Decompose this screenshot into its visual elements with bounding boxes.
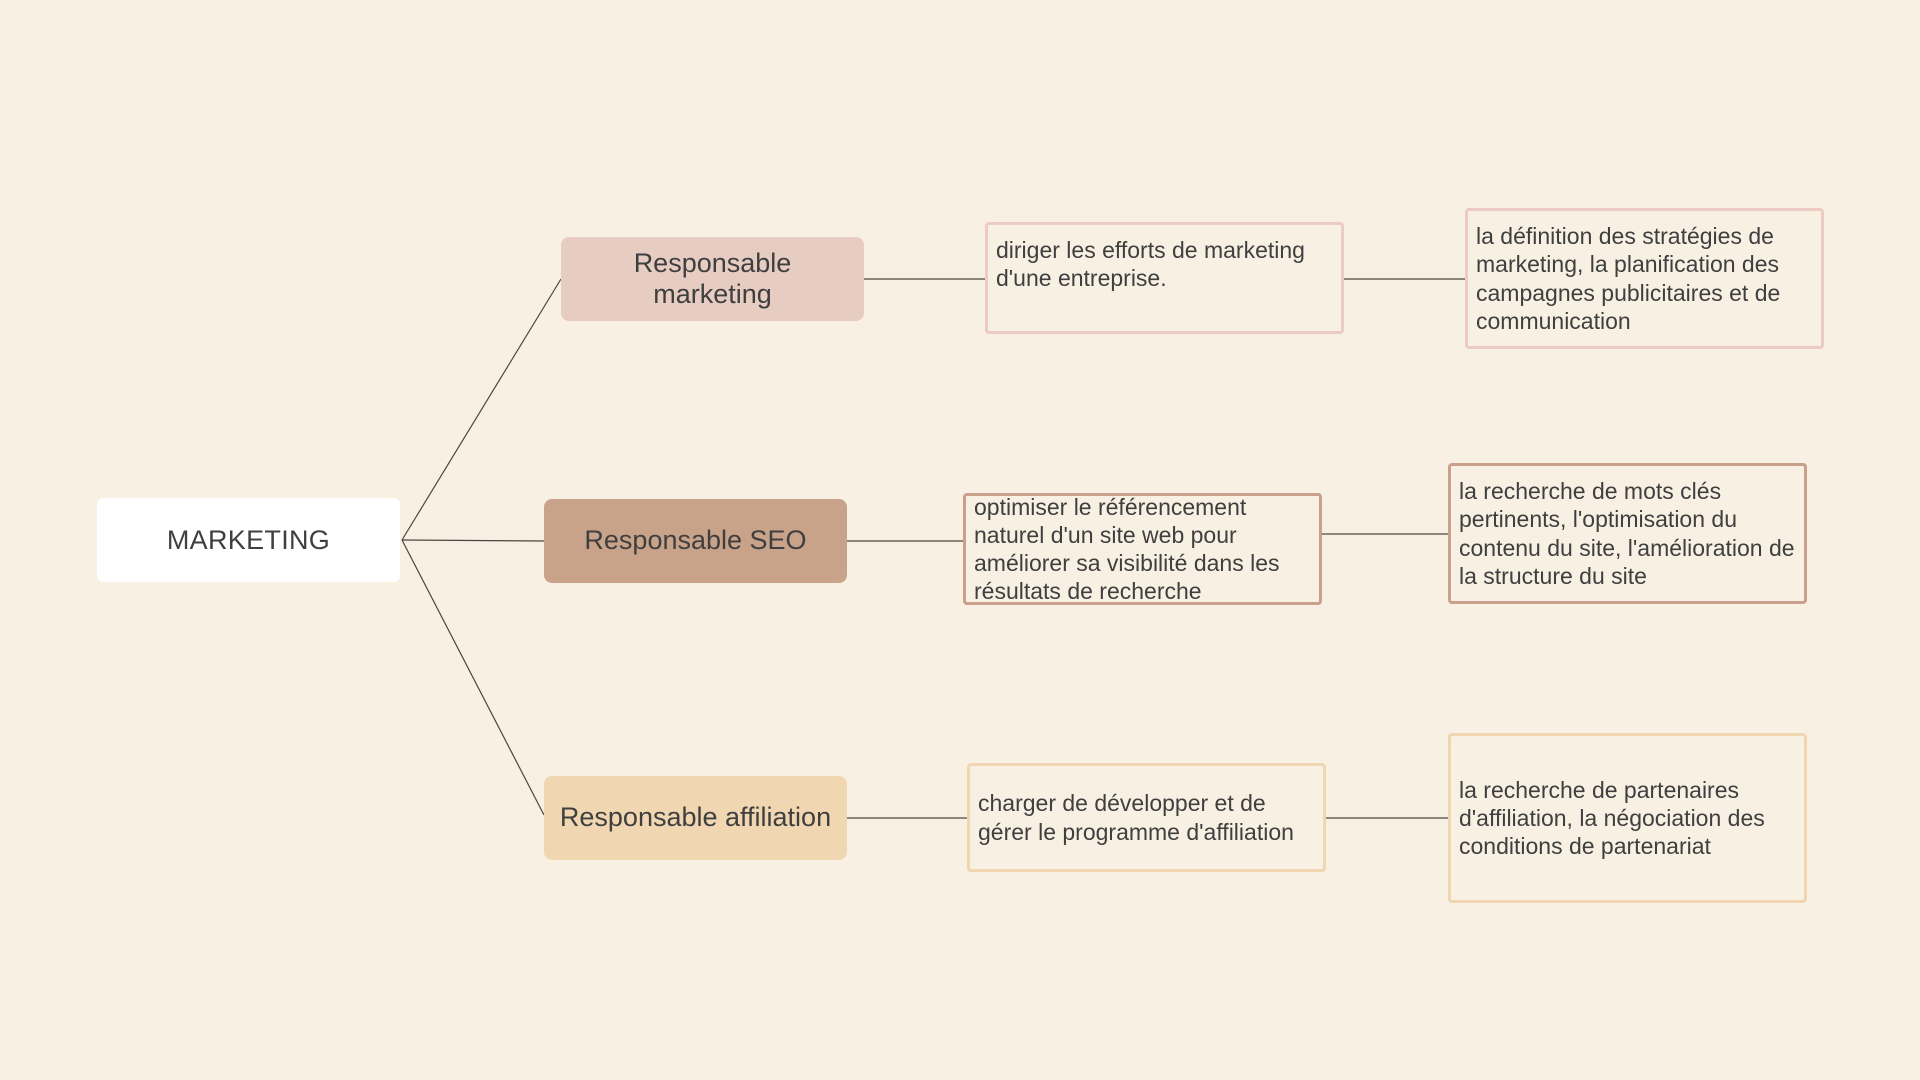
details-node-affiliation: la recherche de partenaires d'affiliatio… [1448, 733, 1807, 903]
description-node-seo: optimiser le référencement naturel d'un … [963, 493, 1322, 605]
role-node-affiliation: Responsable affiliation [544, 776, 847, 860]
details-text: la recherche de partenaires d'affiliatio… [1459, 776, 1765, 860]
connector-root-to-seo [401, 539, 545, 542]
role-label: Responsable marketing [633, 247, 792, 309]
description-node-affiliation: charger de développer et de gérer le pro… [967, 763, 1326, 872]
role-label: Responsable affiliation [559, 802, 832, 833]
root-label: MARKETING [166, 524, 331, 555]
details-text: la définition des stratégies de marketin… [1476, 223, 1781, 334]
details-node-marketing: la définition des stratégies de marketin… [1465, 208, 1824, 349]
details-node-seo: la recherche de mots clés pertinents, l'… [1448, 463, 1807, 604]
role-node-seo: Responsable SEO [544, 499, 847, 583]
connector-root-to-affiliation [401, 539, 545, 816]
description-text: charger de développer et de gérer le pro… [978, 790, 1294, 845]
description-node-marketing: diriger les efforts de marketing d'une e… [985, 222, 1344, 334]
details-text: la recherche de mots clés pertinents, l'… [1459, 478, 1795, 589]
description-text: optimiser le référencement naturel d'un … [974, 493, 1280, 605]
description-text: diriger les efforts de marketing d'une e… [996, 237, 1305, 292]
role-label: Responsable SEO [584, 525, 807, 556]
root-node: MARKETING [97, 498, 400, 582]
connector-root-to-marketing [401, 278, 562, 541]
role-node-marketing: Responsable marketing [561, 237, 864, 321]
